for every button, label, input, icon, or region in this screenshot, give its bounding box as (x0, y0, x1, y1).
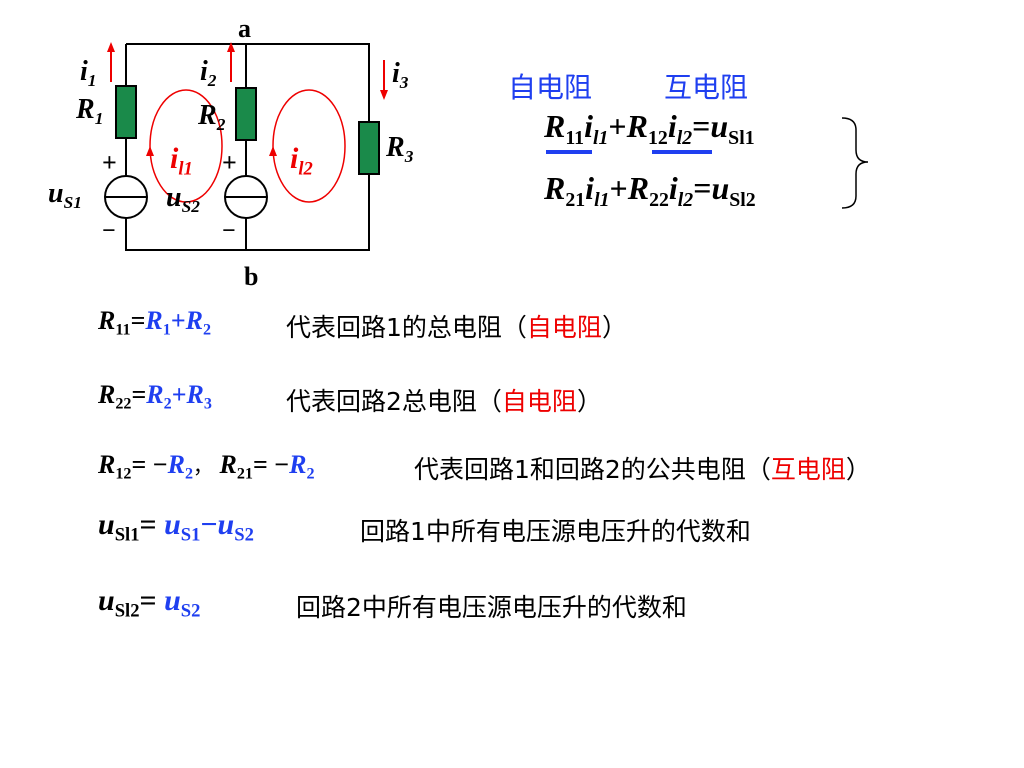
definition-uSl2-desc: 回路2中所有电压源电压升的代数和 (296, 593, 687, 622)
equation-brace (841, 117, 869, 209)
label-R1: R1 (76, 94, 104, 129)
mutual-resistance-label: 互电阻 (664, 71, 749, 104)
self-resistance-label: 自电阻 (508, 71, 593, 104)
label-i2: i2 (200, 56, 217, 91)
definition-R22-desc: 代表回路2总电阻（自电阻） (286, 387, 602, 416)
branch-current-arrows (107, 42, 388, 100)
definition-R22: R22=R2+R3 (98, 380, 212, 413)
source-uS1-minus: − (102, 218, 116, 244)
resistor-R3 (358, 121, 380, 175)
resistor-R2 (235, 87, 257, 141)
definition-R12-desc: 代表回路1和回路2的公共电阻（互电阻） (414, 455, 871, 484)
mesh-equation-2: R21il1+R22il2=uSl2 (544, 170, 756, 211)
loop-1-arrow-icon (146, 146, 154, 156)
definition-R11-desc: 代表回路1的总电阻（自电阻） (286, 313, 627, 342)
source-uS1-plus: + (102, 148, 117, 177)
label-uS2: uS2 (166, 182, 200, 217)
resistor-R1 (115, 85, 137, 139)
node-a-label: a (238, 14, 251, 43)
label-R2: R2 (198, 100, 226, 135)
circuit-wires (125, 43, 370, 251)
definition-uSl1-desc: 回路1中所有电压源电压升的代数和 (360, 517, 751, 546)
source-uS2-minus: − (222, 218, 236, 244)
source-uS2-plus: + (222, 148, 237, 177)
loop-2-arrow-icon (269, 146, 277, 156)
definition-uSl1: uSl1= uS1−uS2 (98, 508, 254, 546)
definition-uSl2: uSl2= uS2 (98, 584, 201, 622)
label-il2: il2 (290, 142, 313, 180)
label-i3: i3 (392, 58, 409, 93)
node-b-label: b (244, 262, 259, 291)
mesh-equation-1: R11il1+R12il2=uSl1 (544, 108, 755, 149)
label-il1: il1 (170, 142, 193, 180)
definition-R11: R11=R1+R2 (98, 306, 212, 339)
definition-R12-R21: R12= −R2， R21= −R2 (98, 450, 315, 483)
label-i1: i1 (80, 56, 97, 91)
label-uS1: uS1 (48, 178, 82, 213)
circuit-diagram (104, 42, 869, 251)
label-R3: R3 (386, 132, 414, 167)
